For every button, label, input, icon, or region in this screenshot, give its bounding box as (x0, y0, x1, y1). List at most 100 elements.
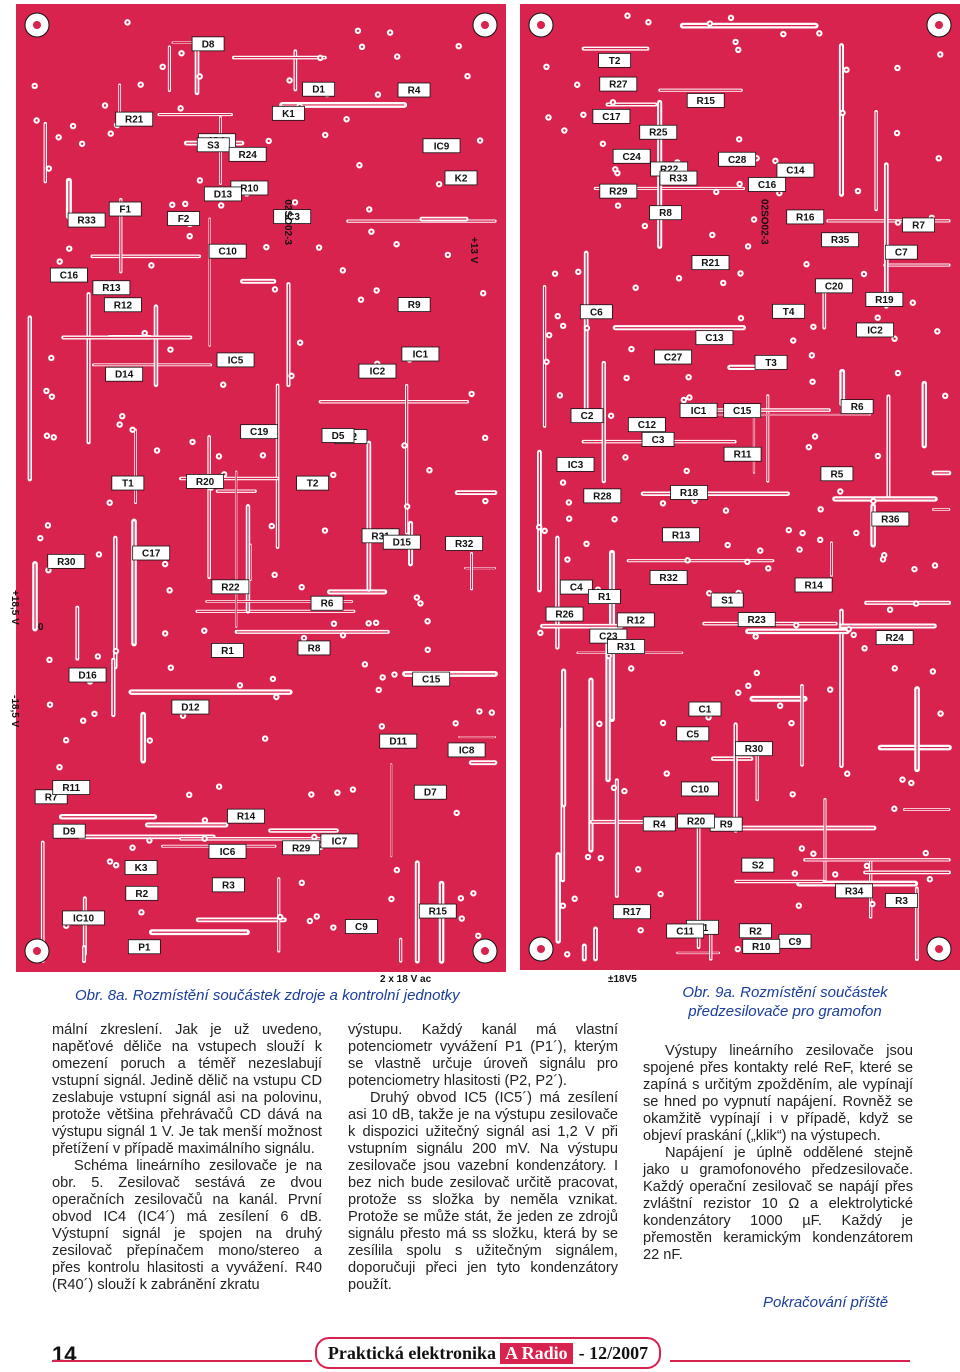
svg-text:K3: K3 (135, 863, 148, 874)
component-r32: R32 (649, 570, 688, 585)
svg-text:R28: R28 (593, 491, 612, 502)
component-c7: C7 (884, 244, 918, 260)
component-r2: R2 (125, 885, 159, 901)
component-r33: R33 (67, 212, 106, 228)
col1-paragraph-2: Schéma lineárního zesilovače je na obr. … (52, 1158, 322, 1293)
svg-text:C23: C23 (599, 632, 618, 643)
component-c6: C6 (579, 304, 613, 320)
svg-text:C4: C4 (570, 583, 583, 594)
component-c17: C17 (132, 545, 171, 561)
component-k2: K2 (444, 170, 478, 186)
component-c14: C14 (776, 162, 815, 178)
component-t2: T2 (296, 475, 329, 491)
col1-paragraph-1: mální zkreslení. Jak je už uvedeno, napě… (52, 1022, 322, 1157)
svg-text:R30: R30 (745, 744, 764, 755)
svg-text:R34: R34 (845, 886, 864, 897)
svg-text:IC3: IC3 (284, 212, 300, 223)
component-r8: R8 (297, 640, 331, 656)
svg-text:R20: R20 (196, 477, 215, 488)
svg-text:R33: R33 (77, 216, 96, 227)
svg-text:C16: C16 (60, 271, 79, 282)
col3-paragraph-1: Výstupy lineárního zesilovače jsou spoje… (643, 1043, 913, 1144)
svg-text:R13: R13 (102, 283, 121, 294)
svg-text:IC1: IC1 (413, 349, 429, 360)
component-r4: R4 (642, 816, 676, 832)
svg-text:D8: D8 (202, 39, 215, 50)
svg-text:R12: R12 (114, 300, 133, 311)
svg-text:R16: R16 (796, 212, 815, 223)
component-c10: C10 (681, 781, 719, 797)
svg-text:R9: R9 (720, 820, 733, 831)
component-d14: D14 (105, 366, 144, 382)
svg-text:D1: D1 (312, 85, 325, 96)
svg-text:K2: K2 (455, 173, 468, 184)
component-d15: D15 (382, 534, 421, 550)
svg-text:T3: T3 (765, 358, 777, 369)
component-r11: R11 (723, 446, 762, 462)
component-r16: R16 (786, 209, 825, 225)
svg-text:R4: R4 (408, 86, 421, 97)
component-r20: R20 (677, 813, 715, 829)
svg-text:R29: R29 (292, 843, 311, 854)
component-r30: R30 (47, 553, 86, 569)
component-c11: C11 (666, 923, 705, 939)
svg-text:C19: C19 (250, 427, 269, 438)
magazine-masthead: Praktická elektronika A Radio - 12/2007 (315, 1337, 661, 1369)
svg-text:R6: R6 (321, 599, 334, 610)
svg-text:S2: S2 (752, 861, 765, 872)
component-d8: D8 (191, 36, 225, 52)
svg-text:C9: C9 (789, 937, 802, 948)
component-d7: D7 (413, 784, 447, 800)
svg-text:R32: R32 (659, 573, 678, 584)
svg-text:R36: R36 (881, 515, 900, 526)
component-r33: R33 (659, 170, 698, 186)
component-s1: S1 (710, 592, 744, 608)
pcb-left-drawing: IC1IC2IC3IC4IC5IC6IC7IC8IC9IC10C9C10C15C… (24, 12, 498, 964)
svg-text:R25: R25 (649, 128, 668, 139)
component-c15: C15 (723, 403, 762, 419)
component-t4: T4 (772, 303, 805, 319)
component-c19: C19 (240, 424, 279, 440)
component-c9: C9 (345, 919, 378, 934)
pcb-code: 02SO02-3 (759, 199, 770, 245)
svg-text:R5: R5 (831, 469, 844, 480)
svg-text:R1: R1 (221, 646, 234, 657)
svg-text:C15: C15 (733, 406, 752, 417)
component-r23: R23 (737, 612, 776, 627)
svg-text:IC2: IC2 (370, 367, 386, 378)
figure-8a-caption: Obr. 8a. Rozmístění součástek zdroje a k… (75, 987, 460, 1004)
component-r12: R12 (616, 612, 655, 628)
component-r31: R31 (607, 639, 645, 654)
component-c13: C13 (695, 330, 734, 346)
component-ic6: IC6 (208, 843, 247, 859)
svg-text:R31: R31 (617, 642, 636, 653)
svg-text:R32: R32 (455, 539, 474, 550)
component-r13: R13 (662, 527, 700, 543)
component-r28: R28 (583, 488, 622, 504)
svg-text:D11: D11 (389, 737, 407, 748)
svg-text:IC6: IC6 (220, 847, 236, 858)
label-v-ac: 2 x 18 V ac (380, 974, 432, 985)
svg-text:R7: R7 (912, 220, 925, 231)
magazine-issue: - 12/2007 (578, 1342, 649, 1363)
component-d12: D12 (171, 699, 210, 715)
component-r27: R27 (599, 76, 638, 92)
svg-text:R10: R10 (752, 942, 771, 953)
component-r36: R36 (871, 511, 910, 527)
component-p1: P1 (127, 939, 161, 955)
svg-text:IC5: IC5 (228, 355, 244, 366)
component-r30: R30 (735, 741, 773, 757)
component-r21: R21 (115, 111, 154, 127)
pcb-right-drawing: IC1IC2IC3T1T2T3T4S1S2C1C2C3C4C5C6C7C9C10… (528, 12, 952, 962)
svg-text:S3: S3 (207, 140, 220, 151)
component-c12: C12 (627, 417, 666, 433)
svg-text:C13: C13 (705, 333, 724, 344)
svg-text:C2: C2 (581, 411, 594, 422)
component-r21: R21 (691, 255, 730, 271)
svg-text:R29: R29 (609, 187, 628, 198)
svg-text:R14: R14 (237, 812, 256, 823)
component-r17: R17 (613, 904, 651, 920)
article-column-3: Výstupy lineárního zesilovače jsou spoje… (643, 1043, 913, 1264)
svg-text:R11: R11 (62, 783, 80, 794)
component-c16: C16 (748, 177, 786, 192)
